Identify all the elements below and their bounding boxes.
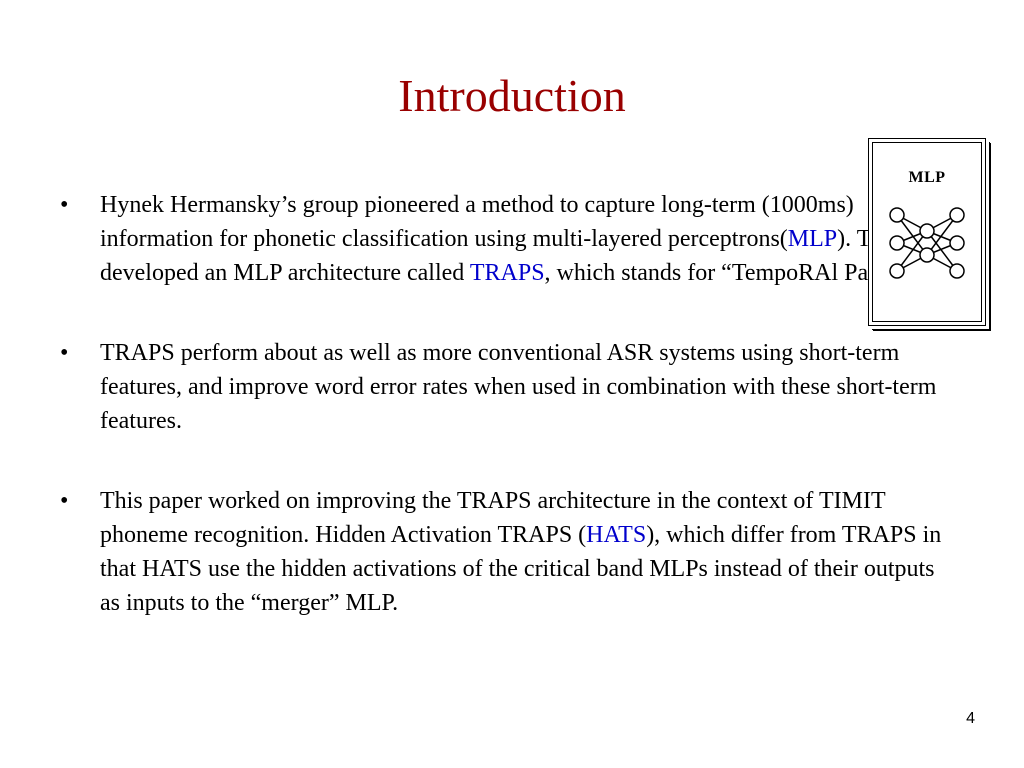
- bullet-item: • This paper worked on improving the TRA…: [60, 484, 960, 620]
- highlight-term-hats: HATS: [586, 522, 647, 548]
- bullet-text: Hynek Hermansky’s group pioneered a meth…: [100, 192, 770, 218]
- highlight-term-traps: TRAPS: [469, 260, 545, 286]
- bullet-item: • TRAPS perform about as well as more co…: [60, 336, 960, 438]
- slide-title: Introduction: [398, 70, 626, 121]
- bullet-marker: •: [60, 488, 69, 514]
- bullet-marker: •: [60, 192, 69, 218]
- page-number: 4: [966, 710, 975, 727]
- bullet-marker: •: [60, 340, 69, 366]
- highlight-term-mlp: MLP: [787, 226, 838, 252]
- mlp-figure-label: MLP: [908, 169, 946, 186]
- bullet-text: 1000ms) information for phonetic classif…: [100, 192, 854, 252]
- bullet-text: TRAPS perform about as well as more conv…: [100, 340, 937, 434]
- neural-network-icon: [889, 207, 965, 279]
- bullet-list: • Hynek Hermansky’s group pioneered a me…: [60, 188, 960, 666]
- bullet-text: This paper worked on improving the TRAPS…: [100, 488, 886, 548]
- mlp-figure: MLP: [868, 138, 986, 326]
- bullet-text: ). They developed an MLP architecture ca…: [100, 226, 906, 286]
- bullet-item: • Hynek Hermansky’s group pioneered a me…: [60, 188, 960, 290]
- mlp-figure-frame: [872, 142, 982, 322]
- bullet-text: ), which differ from TRAPS in that HATS …: [100, 522, 942, 616]
